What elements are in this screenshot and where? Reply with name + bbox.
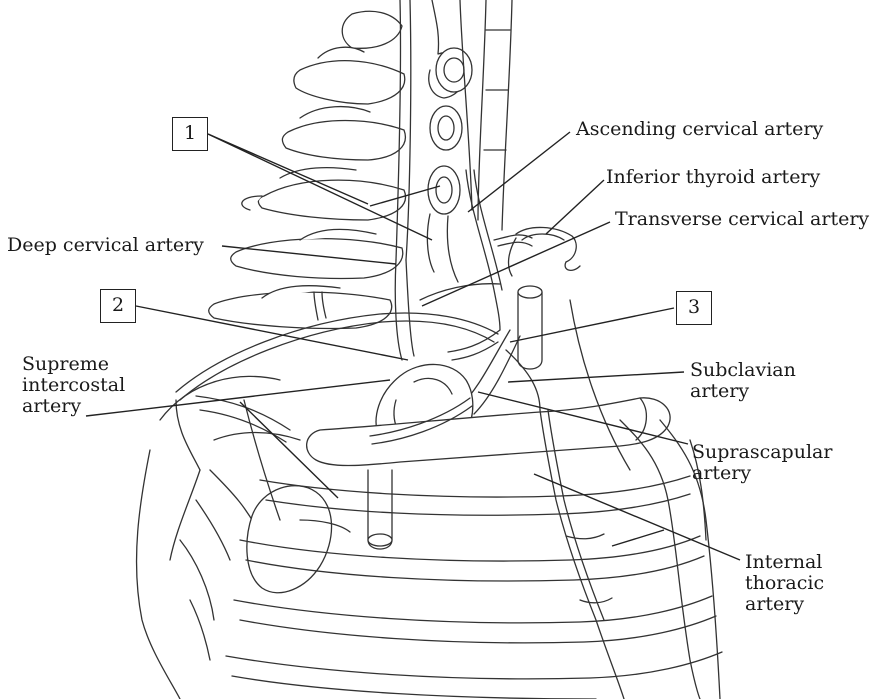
label-internal-thoracic-artery: Internal thoracic artery [745,552,841,615]
label-transverse-cervical-artery: Transverse cervical artery [615,209,869,230]
label-suprascapular-artery: Suprascapular artery [692,442,842,484]
label-deep-cervical-artery: Deep cervical artery [7,235,204,256]
internal-thoracic-artery-path [540,410,624,699]
leader-lines [86,132,740,560]
vertebral-arch-rings [427,0,472,282]
common-carotid [518,286,542,369]
leader-subclavian [508,372,684,382]
vertebral-artery [395,0,414,360]
leader-ascending-cervical [468,132,570,212]
label-box-3: 3 [676,291,712,325]
leader-inferior-thyroid [546,180,604,234]
label-ascending-cervical-artery: Ascending cervical artery [576,119,823,140]
label-subclavian-artery: Subclavian artery [690,360,790,402]
cervical-vertebrae [209,11,406,328]
leader-internal-thoracic [534,474,740,560]
vein-tube [368,470,392,549]
label-inferior-thyroid-artery: Inferior thyroid artery [606,167,820,188]
label-supreme-intercostal-artery: Supreme intercostal artery [22,354,132,417]
leader-internal-thoracic-b [612,530,664,546]
humeral-head [247,486,332,593]
label-box-2: 2 [100,289,136,323]
neck-column [460,0,512,230]
clavicle [307,398,670,466]
label-box-1: 1 [172,117,208,151]
